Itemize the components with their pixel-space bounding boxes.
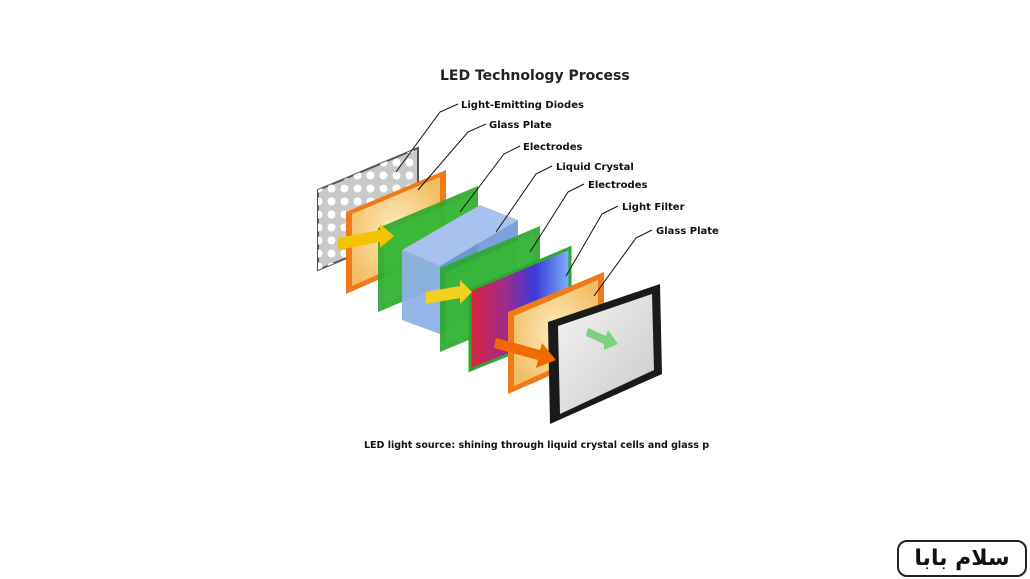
label-glass-plate-2: Glass Plate (656, 226, 719, 237)
label-electrodes-1: Electrodes (523, 142, 582, 153)
diagram-caption: LED light source: shining through liquid… (364, 440, 709, 451)
label-liquid-crystal: Liquid Crystal (556, 162, 634, 173)
layer-screen (548, 284, 662, 424)
label-glass-plate-1: Glass Plate (489, 120, 552, 131)
label-light-emitting-diodes: Light-Emitting Diodes (461, 100, 584, 111)
label-electrodes-2: Electrodes (588, 180, 647, 191)
leader-lines (395, 103, 653, 297)
diagram-title: LED Technology Process (440, 68, 630, 84)
light-arrows (338, 224, 618, 368)
label-light-filter: Light Filter (622, 202, 685, 213)
watermark-badge: سلام بابا (897, 540, 1027, 577)
